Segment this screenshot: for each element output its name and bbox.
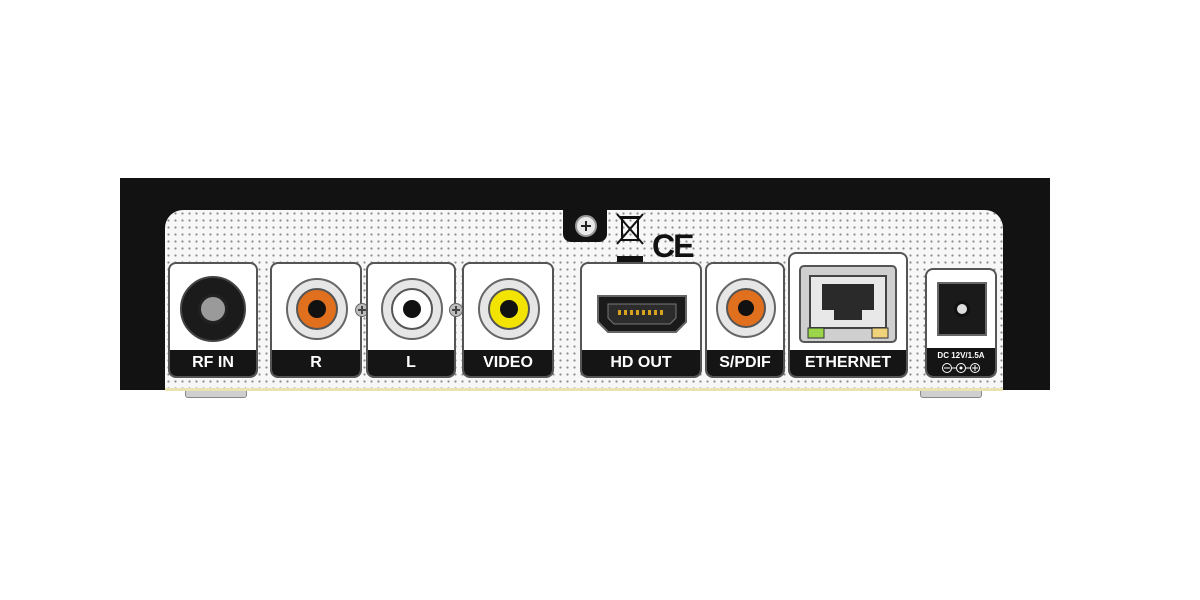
rca-r-pin <box>308 300 326 318</box>
power-label-block: DC 12V/1.5A <box>927 348 995 376</box>
hd-out-label: HD OUT <box>582 350 700 376</box>
video-port[interactable]: VIDEO <box>462 262 554 378</box>
rf-in-label: RF IN <box>170 350 256 376</box>
audio-r-label: R <box>272 350 360 376</box>
hd-out-port[interactable]: HD OUT <box>580 262 702 378</box>
spdif-insulator <box>726 288 766 328</box>
dc-jack-pin <box>954 301 970 317</box>
rca-l-pin <box>403 300 421 318</box>
ethernet-port[interactable]: ETHERNET <box>788 252 908 378</box>
rf-in-port[interactable]: RF IN <box>168 262 258 378</box>
spdif-port[interactable]: S/PDIF <box>705 262 785 378</box>
ethernet-label: ETHERNET <box>790 350 906 376</box>
audio-l-label: L <box>368 350 454 376</box>
audio-r-port[interactable]: R <box>270 262 362 378</box>
audio-l-port[interactable]: L <box>366 262 456 378</box>
weee-bin-icon <box>616 213 644 264</box>
spdif-label: S/PDIF <box>707 350 783 376</box>
bolt-icon <box>449 303 463 317</box>
power-rating: DC 12V/1.5A <box>937 351 985 360</box>
hdmi-connector-icon <box>597 295 687 333</box>
power-port[interactable]: DC 12V/1.5A <box>925 268 997 378</box>
spdif-pin <box>738 300 754 316</box>
rj45-socket-icon <box>799 265 897 343</box>
screw-icon <box>575 215 597 237</box>
rca-video-pin <box>500 300 518 318</box>
ce-mark: CE <box>652 228 694 264</box>
left-foot <box>185 388 247 398</box>
right-foot <box>920 388 982 398</box>
polarity-icon <box>942 363 980 373</box>
video-label: VIDEO <box>464 350 552 376</box>
rf-connector-core <box>198 294 228 324</box>
